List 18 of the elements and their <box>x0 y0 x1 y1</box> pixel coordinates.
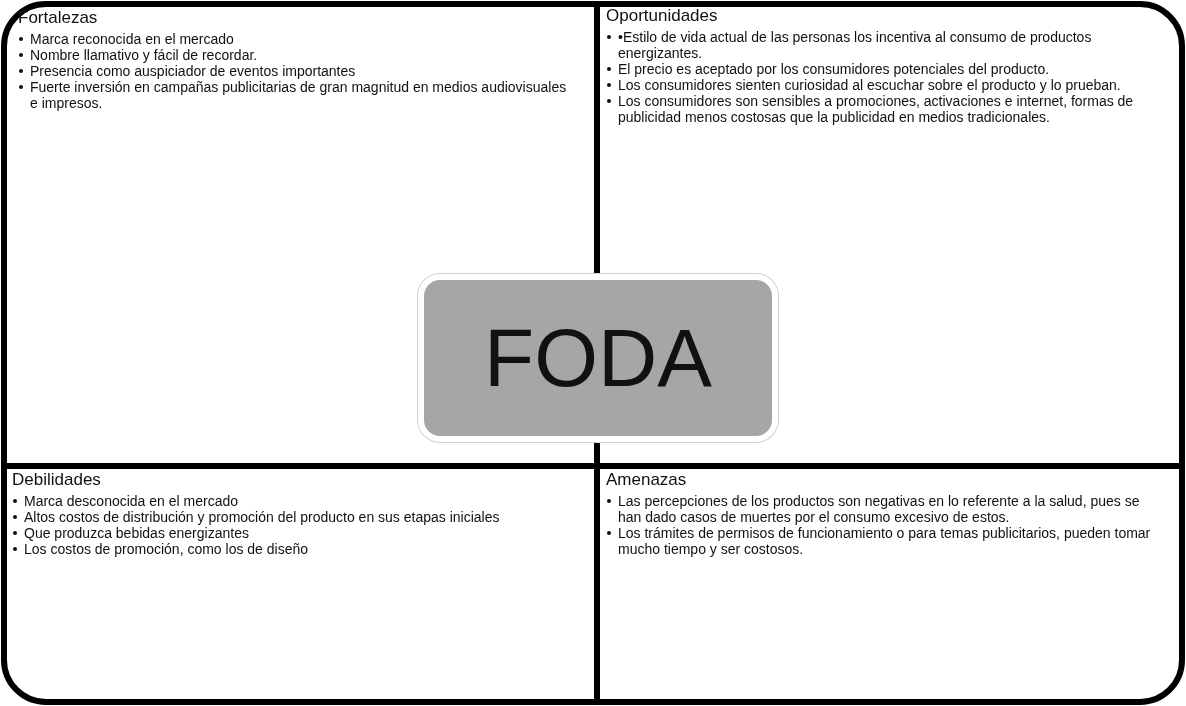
section-heading: Amenazas <box>606 470 687 490</box>
bullet-text: Los consumidores son sensibles a promociones, activaciones e internet, formas de publicidad menos costosas que la publicidad en medios tradicionales. <box>618 93 1134 125</box>
bullet-text: Los costos de promoción, como los de diseño <box>24 541 309 557</box>
bullet-text: Altos costos de distribución y promoción del producto en sus etapas iniciales <box>24 509 500 525</box>
bullet-text: El precio es aceptado por los consumidores potenciales del producto. <box>618 61 1050 77</box>
bullet-text: Los trámites de permisos de funcionamiento o para temas publicitarios, pueden tomar mucho tiempo y ser costosos. <box>618 525 1151 557</box>
bullet-text: •Estilo de vida actual de las personas los incentiva al consumo de productos energizantes. <box>618 29 1092 61</box>
bullet-text: Fuerte inversión en campañas publicitarias de gran magnitud en medios audiovisuales e impresos. <box>30 79 567 111</box>
bullet-text: Que produzca bebidas energizantes <box>24 525 249 541</box>
bullet-text: Presencia como auspiciador de eventos importantes <box>30 63 356 79</box>
section-heading: Oportunidades <box>606 6 718 26</box>
section-heading: Debilidades <box>12 470 101 490</box>
bullet-text: Marca desconocida en el mercado <box>24 493 238 509</box>
bullet-text: Las percepciones de los productos son negativas en lo referente a la salud, pues se han dado casos de muertes por el consumo excesivo de estos. <box>618 493 1140 525</box>
bullet-text: Nombre llamativo y fácil de recordar. <box>30 47 258 63</box>
title-box: FODA <box>418 274 778 442</box>
bullet-text: Marca reconocida en el mercado <box>30 31 234 47</box>
bullet-text: Los consumidores sienten curiosidad al escuchar sobre el producto y lo prueban. <box>618 77 1121 93</box>
